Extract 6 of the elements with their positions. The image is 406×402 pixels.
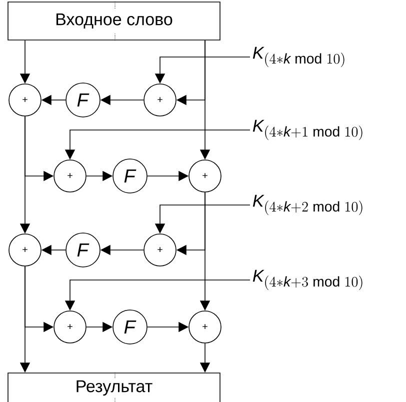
key-label: $K_{(4 * k + 1 \bmod 10)}$ bbox=[252, 120, 362, 140]
text-box: Результат bbox=[8, 372, 220, 402]
key-label: $K_{(4 * k + 2 \bmod 10)}$ bbox=[252, 194, 362, 216]
text-box: Входное слово bbox=[8, 2, 220, 40]
key-label: $K_{(4 * k \bmod 10)}$ bbox=[252, 46, 344, 68]
key-label: $K_{(4 * k + 3 \bmod 10)}$ bbox=[252, 270, 362, 290]
